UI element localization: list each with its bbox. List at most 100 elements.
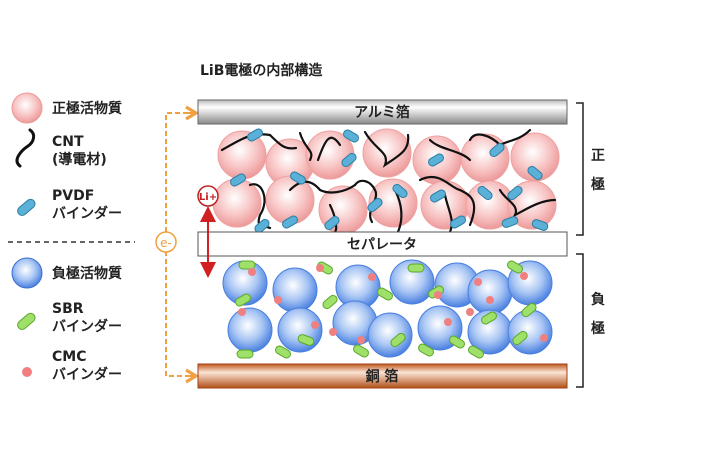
anode-particle <box>367 312 413 358</box>
li-ion-label: Li+ <box>199 192 217 203</box>
sbr-binder <box>512 330 528 346</box>
anode-particle <box>507 309 553 355</box>
pvdf-binder <box>282 215 298 229</box>
cmc-binder <box>540 334 548 342</box>
separator <box>197 231 568 257</box>
anode-particle <box>467 269 513 315</box>
pvdf-legend-icon <box>17 198 36 216</box>
pvdf-binder <box>254 218 270 234</box>
aluminum-foil <box>197 99 568 125</box>
sbr-binder <box>390 332 406 348</box>
sbr-binder <box>481 311 497 325</box>
copper-foil <box>197 363 568 389</box>
anode-active-legend-icon <box>11 257 43 289</box>
anode-particle <box>277 307 323 353</box>
legend-cnt: CNT <box>52 134 84 150</box>
pvdf-binder <box>341 152 357 168</box>
cmc-binder <box>311 321 319 329</box>
cathode-particle <box>212 178 262 228</box>
cnt-fiber <box>220 133 272 152</box>
sbr-binder <box>238 260 256 270</box>
cnt-fiber <box>428 138 472 162</box>
sbr-binder <box>322 294 338 310</box>
copper-foil-label: 銅 箔 <box>366 368 399 385</box>
sbr-legend-icon <box>17 312 36 330</box>
cmc-binder <box>474 278 482 286</box>
cnt-fiber <box>418 175 476 227</box>
positive-electrode-bracket <box>576 102 584 236</box>
pvdf-binder <box>230 173 246 187</box>
particles-layer <box>212 128 560 359</box>
electron-marker <box>155 231 177 253</box>
cathode-particle <box>362 128 412 178</box>
pvdf-binder <box>507 185 523 201</box>
cmc-binder <box>368 273 376 281</box>
pvdf-binder <box>290 171 306 185</box>
negative-electrode-bracket <box>576 253 584 388</box>
aluminum-foil-label: アルミ箔 <box>354 104 410 121</box>
pvdf-binder <box>392 183 408 199</box>
legend-pvdf-sub: バインダー <box>52 205 122 222</box>
pvdf-binder <box>477 185 493 201</box>
cmc-binder <box>274 296 282 304</box>
cmc-binder <box>357 336 365 344</box>
pvdf-binder <box>428 153 444 167</box>
cmc-binder <box>329 328 337 336</box>
legend-cnt-sub: (導電材) <box>52 151 107 168</box>
legend-pvdf: PVDF <box>52 188 94 204</box>
cmc-binder <box>444 318 452 326</box>
cnt-fiber <box>268 133 298 150</box>
pvdf-binder <box>367 197 383 213</box>
legend-sbr: SBR <box>52 301 84 317</box>
li-ion-marker <box>197 185 219 207</box>
cnt-fiber <box>363 130 410 168</box>
sbr-binder <box>275 345 291 359</box>
pvdf-binder <box>450 215 466 229</box>
cnt-fiber <box>298 131 313 162</box>
sbr-binder <box>407 263 425 273</box>
sbr-binder <box>236 349 254 359</box>
pvdf-binder <box>343 129 359 143</box>
cmc-binder <box>316 264 324 272</box>
sbr-binder <box>468 345 484 359</box>
positive-electrode-label-1: 正 <box>591 148 605 164</box>
electron-label: e- <box>160 236 172 250</box>
sbr-binder <box>507 260 523 274</box>
pvdf-binder <box>501 216 519 228</box>
cmc-binder <box>434 291 442 299</box>
sbr-binder <box>297 334 315 346</box>
legend: 正極活物質 CNT (導電材) PVDF バインダー 負極活物質 SBR バイン… <box>8 92 135 383</box>
sbr-binder <box>235 293 251 307</box>
anode-particle <box>227 307 273 353</box>
cmc-binder <box>520 272 528 280</box>
cathode-active-legend-icon <box>11 92 43 124</box>
sbr-binder <box>377 287 393 301</box>
negative-electrode-label-2: 極 <box>591 320 605 337</box>
cnt-fiber <box>498 188 557 218</box>
legend-cmc: CMC <box>52 349 86 365</box>
legend-cmc-sub: バインダー <box>52 366 122 383</box>
cmc-binder <box>248 268 256 276</box>
pvdf-binder <box>527 165 543 181</box>
cnt-fiber <box>443 193 453 234</box>
pvdf-binder <box>531 219 549 231</box>
cmc-binder <box>238 308 246 316</box>
negative-electrode-label-1: 負 <box>591 291 605 308</box>
cnt-legend-icon <box>15 128 36 168</box>
cmc-binder <box>486 296 494 304</box>
cmc-binder <box>466 308 474 316</box>
positive-electrode-label-2: 極 <box>591 176 605 193</box>
cnt-fiber <box>316 136 342 162</box>
sbr-binder <box>449 335 465 349</box>
pvdf-binder <box>489 142 505 158</box>
cathode-particle <box>265 175 315 225</box>
separator-label: セパレータ <box>347 237 417 253</box>
sbr-binder <box>353 344 369 358</box>
legend-anode-active: 負極活物質 <box>52 265 122 282</box>
cmc-legend-icon <box>22 367 32 377</box>
legend-cathode-active: 正極活物質 <box>52 100 122 117</box>
sbr-binder <box>521 302 537 318</box>
diagram-title: LiB電極の内部構造 <box>200 62 322 79</box>
cnt-fiber <box>353 179 378 224</box>
